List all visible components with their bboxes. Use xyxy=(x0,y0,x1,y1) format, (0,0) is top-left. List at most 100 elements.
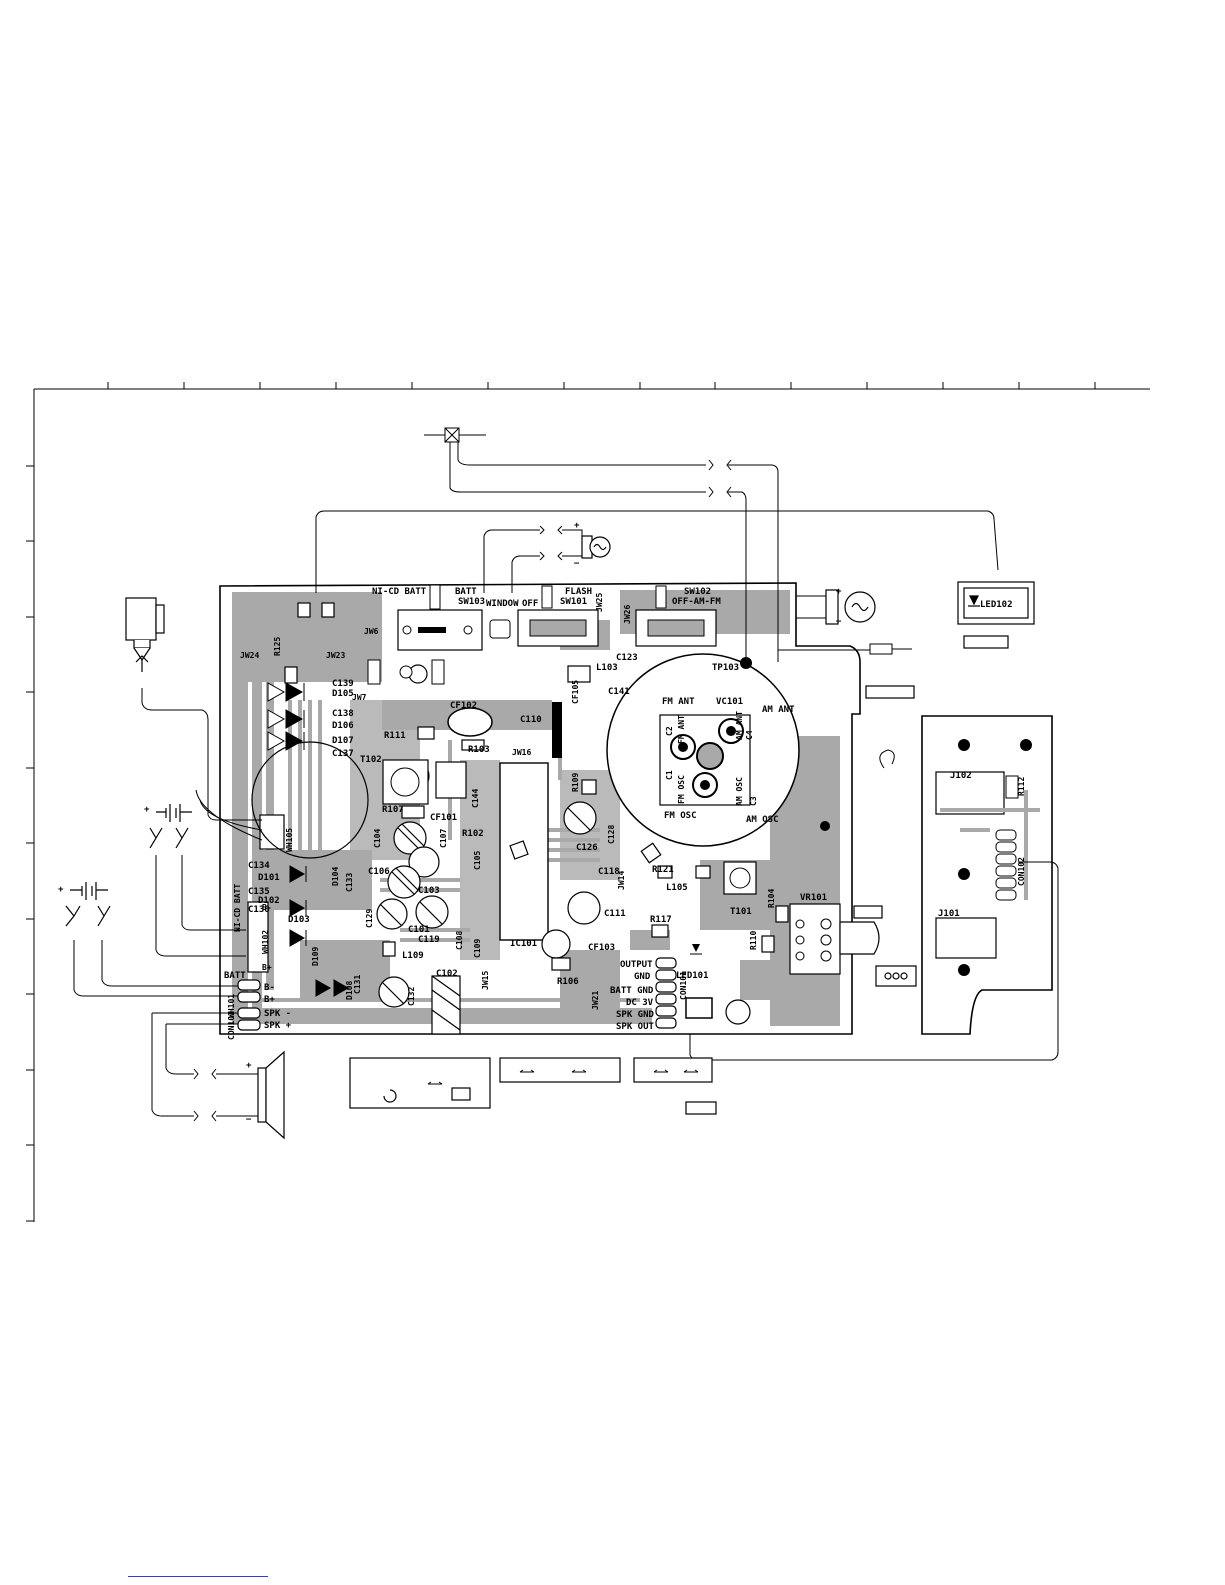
label-b-plus-2: B+ xyxy=(264,995,275,1005)
label-r125: R125 xyxy=(273,637,282,656)
label-c108: C108 xyxy=(455,931,464,950)
label-c126: C126 xyxy=(576,843,598,853)
label-wh101: WH101 xyxy=(227,994,236,1018)
label-led102: LED102 xyxy=(980,600,1013,610)
label-con102: CON102 xyxy=(1017,857,1026,886)
label-r107: R107 xyxy=(382,805,404,815)
label-j102: J102 xyxy=(950,771,972,781)
label-off-am-fm: OFF-AM-FM xyxy=(672,597,721,607)
wh102-body xyxy=(247,901,269,973)
label-d109: D109 xyxy=(311,947,320,966)
label-r117: R117 xyxy=(650,915,672,925)
label-d106: D106 xyxy=(332,721,354,731)
label-c134: C134 xyxy=(248,861,270,871)
label-cf102: CF102 xyxy=(450,701,477,711)
label-fm-ant-inner: FM ANT xyxy=(677,715,686,744)
label-batt-gnd: BATT GND xyxy=(610,986,654,996)
label-jw23: JW23 xyxy=(326,651,345,660)
label-cf101: CF101 xyxy=(430,813,457,823)
label-fm-osc: FM OSC xyxy=(664,811,697,821)
label-c1: C1 xyxy=(665,770,674,780)
label-c128: C128 xyxy=(607,825,616,844)
label-c3: C3 xyxy=(749,796,758,806)
label-am-osc-inner: AM OSC xyxy=(735,777,744,806)
battery-icon xyxy=(65,804,192,927)
label-c110: C110 xyxy=(520,715,542,725)
label-am-ant-top: AM ANT xyxy=(762,705,795,715)
label-batt-side: BATT xyxy=(224,971,246,981)
label-t102: T102 xyxy=(360,755,382,765)
con101-connector xyxy=(655,957,677,1029)
label-plus-spk: + xyxy=(246,1061,252,1071)
jack-board xyxy=(921,715,1053,1035)
label-b-plus-1: B+ xyxy=(262,963,272,972)
label-d101: D101 xyxy=(258,873,280,883)
label-l109: L109 xyxy=(402,951,424,961)
label-plus-bulb2: + xyxy=(836,587,842,597)
component-labels: NI-CD BATT BATT SW103 WINDOW OFF FLASH S… xyxy=(58,521,1026,1125)
diode-array xyxy=(267,682,350,997)
label-led101: LED101 xyxy=(676,971,709,981)
label-con101: CON101 xyxy=(679,971,688,1000)
label-jw7: JW7 xyxy=(352,693,367,702)
bulb-icon xyxy=(581,535,876,625)
label-jw24: JW24 xyxy=(240,651,259,660)
label-spk-out: SPK OUT xyxy=(616,1022,655,1032)
label-c144: C144 xyxy=(471,789,480,808)
label-c138: C138 xyxy=(332,709,354,719)
label-c2: C2 xyxy=(665,726,674,736)
copper-traces xyxy=(232,590,840,1026)
label-flash: FLASH xyxy=(565,587,592,597)
label-c139: C139 xyxy=(332,679,354,689)
label-c141: C141 xyxy=(608,687,630,697)
label-r102: R102 xyxy=(462,829,484,839)
label-c119: C119 xyxy=(418,935,440,945)
resistors xyxy=(284,602,789,971)
label-tp103: TP103 xyxy=(712,663,739,673)
label-wh105: WH105 xyxy=(285,828,294,852)
label-sw101: SW101 xyxy=(560,597,587,607)
label-c101: C101 xyxy=(408,925,430,935)
label-c106: C106 xyxy=(368,867,390,877)
label-cf103: CF103 xyxy=(588,943,615,953)
label-am-osc: AM OSC xyxy=(746,815,779,825)
label-jw6: JW6 xyxy=(364,627,379,636)
grid-frame xyxy=(26,382,1150,1222)
label-jw21: JW21 xyxy=(591,991,600,1010)
label-sw103: SW103 xyxy=(458,597,485,607)
label-r110: R110 xyxy=(749,931,758,950)
label-c132: C132 xyxy=(407,987,416,1006)
label-jw15: JW15 xyxy=(481,971,490,990)
label-window: WINDOW xyxy=(486,599,519,609)
label-spk-gnd: SPK GND xyxy=(616,1010,655,1020)
label-c129: C129 xyxy=(365,909,374,928)
label-vr101: VR101 xyxy=(800,893,827,903)
label-jw25: JW25 xyxy=(595,593,604,612)
label-c133: C133 xyxy=(345,873,354,892)
label-dc-3v: DC 3V xyxy=(626,998,654,1008)
label-gnd: GND xyxy=(634,972,651,982)
dc-plug-icon xyxy=(125,597,165,672)
speaker-icon xyxy=(257,1050,285,1140)
label-c4: C4 xyxy=(745,730,754,740)
label-r103: R103 xyxy=(468,745,490,755)
label-c102: C102 xyxy=(436,969,458,979)
label-spk-plus: SPK + xyxy=(264,1021,292,1031)
label-minus-spk: − xyxy=(246,1115,252,1125)
label-minus-bulb: − xyxy=(574,559,580,569)
label-wh102: WH102 xyxy=(261,930,270,954)
label-c105: C105 xyxy=(473,851,482,870)
label-c136: C136 xyxy=(248,905,270,915)
label-output: OUTPUT xyxy=(620,960,653,970)
label-c103: C103 xyxy=(418,886,440,896)
label-con103: CON103 xyxy=(227,1011,236,1040)
label-c109: C109 xyxy=(473,939,482,958)
label-ni-cd-batt-side: NI-CD BATT xyxy=(233,884,242,932)
ic101-body xyxy=(499,762,549,941)
label-d103: D103 xyxy=(288,915,310,925)
label-j101: J101 xyxy=(938,909,960,919)
label-d107: D107 xyxy=(332,736,354,746)
label-off: OFF xyxy=(522,599,538,609)
bottom-link-underline[interactable] xyxy=(128,1576,268,1577)
label-d102: D102 xyxy=(258,896,280,906)
